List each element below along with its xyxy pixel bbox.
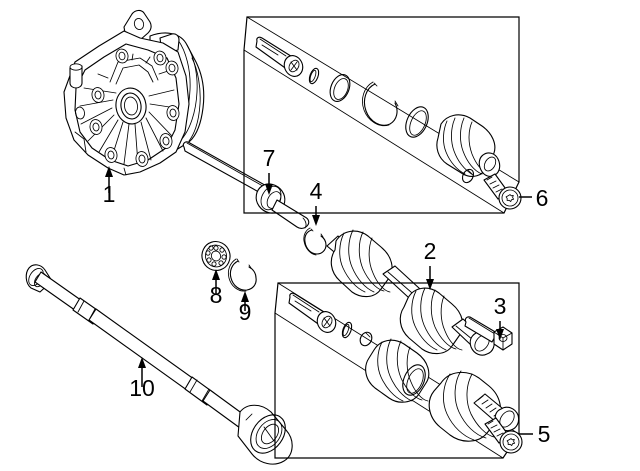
boot-kit-bolt-upper — [483, 173, 522, 210]
callout-6: 6 — [519, 185, 548, 211]
callout-number-5: 5 — [538, 421, 551, 447]
callout-3: 3 — [494, 293, 507, 340]
callout-4: 4 — [310, 178, 323, 226]
callout-8: 8 — [210, 269, 223, 308]
kit-box-outer-cv-boot — [243, 16, 520, 214]
part-snap-ring-retaining — [227, 258, 257, 292]
callout-7: 7 — [263, 145, 276, 195]
part-tripod-roller-bearing — [201, 240, 231, 272]
outer-cv-boot-kit-contents — [255, 36, 522, 210]
callout-number-4: 4 — [310, 178, 323, 204]
boot-kit-bolt-lower — [484, 417, 523, 454]
callout-number-1: 1 — [103, 181, 116, 207]
cv-boot-bellows-lower — [365, 338, 430, 403]
callout-number-9: 9 — [239, 299, 252, 325]
callout-5: 5 — [519, 421, 550, 447]
callout-number-8: 8 — [210, 282, 223, 308]
callout-number-3: 3 — [494, 293, 507, 319]
cv-boot-bellows-upper — [436, 114, 501, 177]
housing-bolt-bosses — [89, 48, 180, 167]
part-propeller-drive-shaft — [25, 264, 293, 465]
callout-2: 2 — [424, 238, 437, 290]
part-stub-shaft-intermediate — [182, 141, 310, 229]
callout-9: 9 — [239, 291, 252, 325]
callout-10: 10 — [129, 357, 155, 401]
callout-number-10: 10 — [129, 375, 155, 401]
inner-cv-boot-kit-contents — [288, 292, 523, 454]
callout-number-6: 6 — [536, 185, 549, 211]
part-snap-ring-small — [303, 227, 327, 256]
callout-1: 1 — [103, 166, 116, 207]
part-differential-carrier-housing — [63, 9, 205, 176]
part-axle-shaft-assembly — [326, 229, 495, 356]
callout-number-2: 2 — [424, 238, 437, 264]
callout-number-7: 7 — [263, 145, 276, 171]
